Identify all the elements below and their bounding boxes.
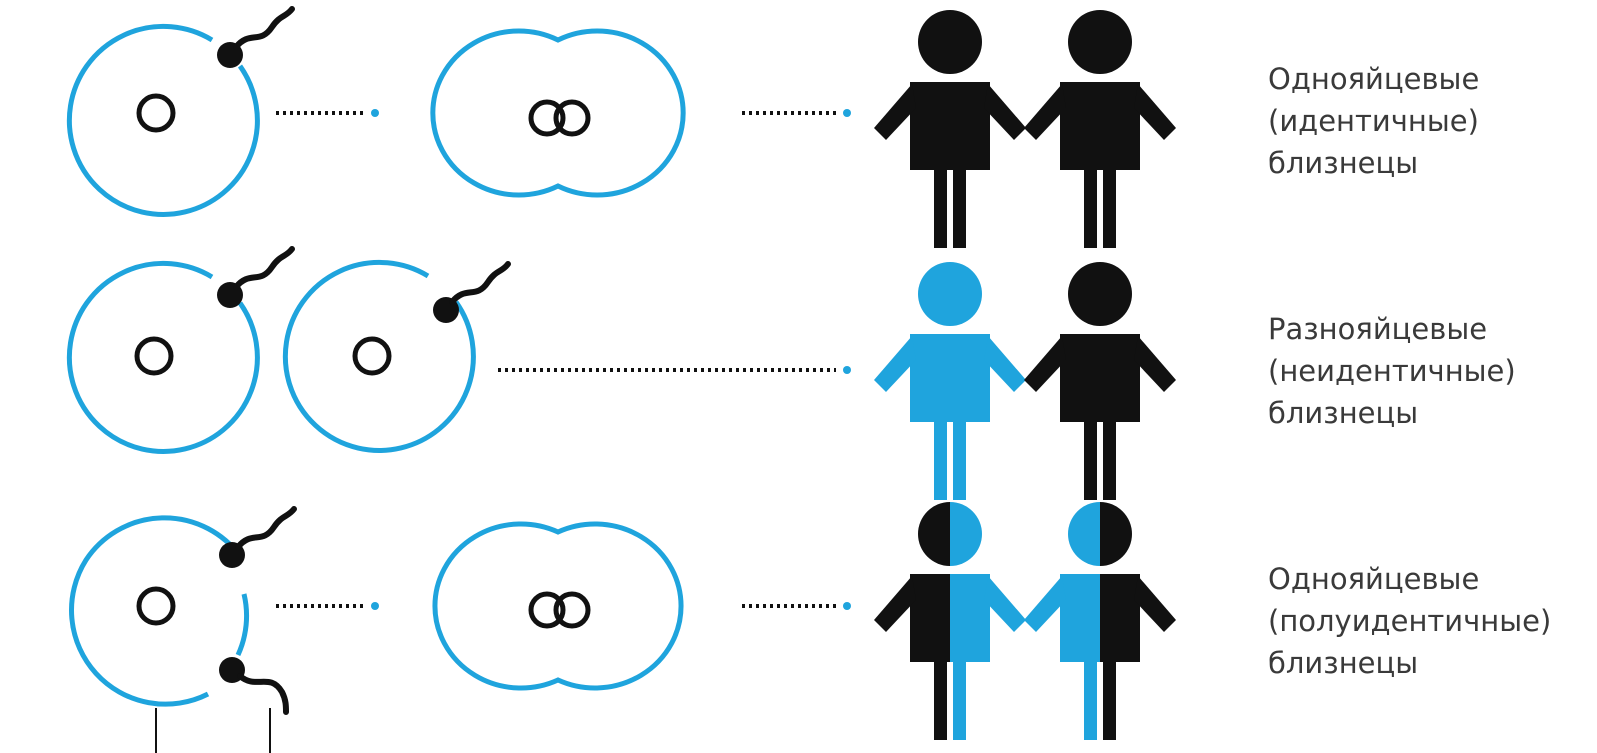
child-half-dark-half-blue-icon [874,502,1026,740]
sperm-icon [217,249,292,308]
sperm-icon [433,264,508,323]
sperm-icon [219,657,286,712]
label-line: Однояйцевые [1268,58,1588,100]
child-dark-icon [874,10,1026,248]
label-line: близнецы [1268,642,1588,684]
child-half-blue-half-dark-icon [1024,502,1176,740]
nucleus [139,96,173,130]
dividing-zygote [433,31,683,195]
dividing-zygote [435,524,681,688]
label-line: (полуидентичные) [1268,600,1588,642]
child-blue-icon [874,262,1026,500]
dotted-arrow [498,366,851,374]
label-semi-identical-twins: Однояйцевые (полуидентичные) близнецы [1268,558,1588,684]
dotted-arrow [742,109,851,117]
nucleus [137,339,171,373]
child-dark-icon [1024,262,1176,500]
dotted-arrow [742,602,851,610]
nucleus [139,589,173,623]
sperm-icon [219,509,294,568]
egg-cell [285,262,473,450]
label-line: (неидентичные) [1268,350,1588,392]
label-identical-twins: Однояйцевые (идентичные) близнецы [1268,58,1588,184]
label-line: (идентичные) [1268,100,1588,142]
dotted-arrow [276,109,379,117]
egg-cell [72,518,247,704]
row-identical [69,9,1176,248]
label-fraternal-twins: Разнояйцевые (неидентичные) близнецы [1268,308,1588,434]
child-dark-icon [1024,10,1176,248]
row-fraternal [69,249,1176,500]
label-line: Однояйцевые [1268,558,1588,600]
nucleus [355,339,389,373]
label-line: близнецы [1268,142,1588,184]
dotted-arrow [276,602,379,610]
sperm-icon [217,9,292,68]
label-line: Разнояйцевые [1268,308,1588,350]
row-semi-identical [72,502,1176,753]
label-line: близнецы [1268,392,1588,434]
